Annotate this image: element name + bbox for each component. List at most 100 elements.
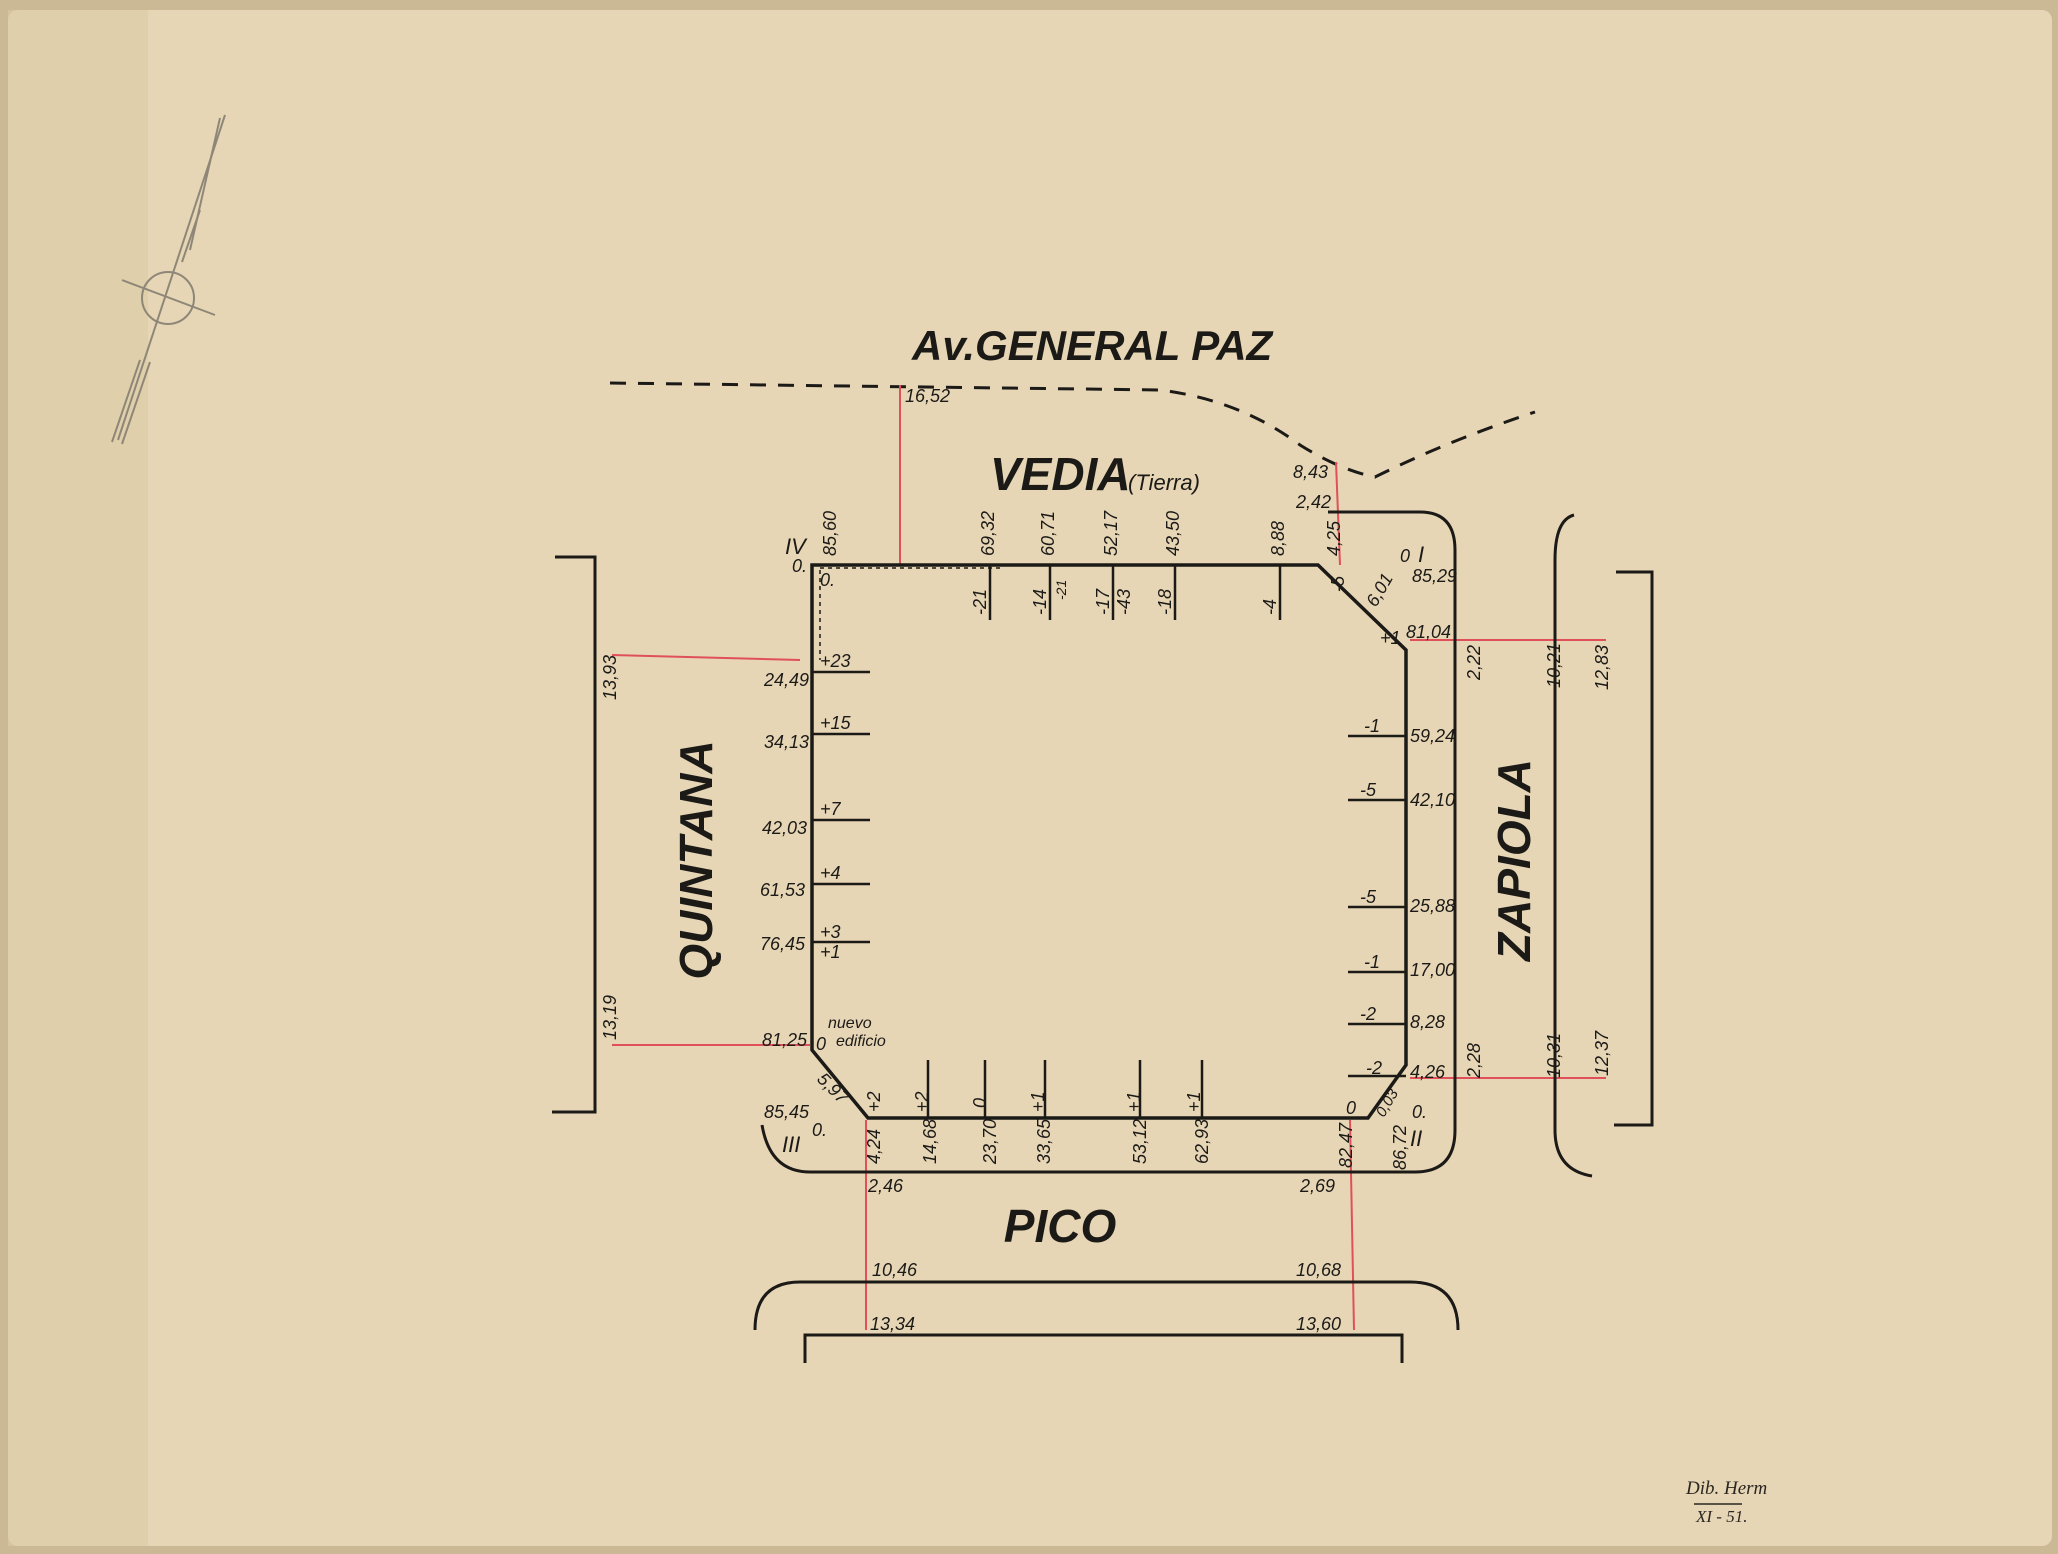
- label: 33,65: [1034, 1118, 1054, 1164]
- label: 2,46: [867, 1176, 904, 1196]
- paper: [8, 10, 2052, 1546]
- label: -5: [1360, 887, 1377, 907]
- dimension-lines: [611, 385, 1606, 1331]
- label: 43,50: [1163, 511, 1183, 556]
- north-ticks: [988, 565, 1282, 620]
- label: 4,25: [1324, 520, 1344, 556]
- label: 14,68: [920, 1119, 940, 1164]
- label: 2,28: [1464, 1043, 1484, 1079]
- label: +7: [820, 799, 842, 819]
- label: +2: [912, 1091, 932, 1112]
- north-arrow-icon: [111, 114, 226, 445]
- label: -1: [1364, 952, 1380, 972]
- corner-label-I: I: [1418, 542, 1424, 567]
- label: 2,69: [1299, 1176, 1335, 1196]
- street-vedia-note: (Tierra): [1128, 470, 1200, 495]
- label: 10,68: [1296, 1260, 1341, 1280]
- south-ticks: [926, 1060, 1204, 1118]
- label: -2: [1360, 1004, 1376, 1024]
- signature-name: Dib. Herm: [1685, 1478, 1767, 1499]
- label: 13,93: [600, 655, 620, 700]
- label: +1: [1124, 1091, 1144, 1112]
- label: 62,93: [1192, 1119, 1212, 1164]
- label: 59,24: [1410, 726, 1455, 746]
- label: +4: [820, 863, 841, 883]
- street-av-general-paz: Av.GENERAL PAZ: [911, 322, 1274, 369]
- label: 4,26: [1410, 1062, 1446, 1082]
- label: 24,49: [763, 670, 809, 690]
- street-curbs: [552, 510, 1654, 1363]
- label: +2: [864, 1091, 884, 1112]
- label: 69,32: [978, 511, 998, 556]
- label: -5: [1328, 575, 1348, 592]
- label: 34,13: [764, 732, 809, 752]
- label: +15: [820, 713, 852, 733]
- street-quintana: QUINTANA: [670, 740, 722, 979]
- paper-shade: [8, 10, 148, 1546]
- label: 53,12: [1130, 1119, 1150, 1164]
- street-names: Av.GENERAL PAZ VEDIA (Tierra) PICO QUINT…: [670, 322, 1540, 1252]
- label: 8,88: [1268, 521, 1288, 556]
- label: 85,45: [764, 1102, 810, 1122]
- av-general-paz-line: [609, 381, 1536, 479]
- label: 0.: [812, 1120, 827, 1140]
- label: +23: [820, 651, 851, 671]
- label: 85,29: [1412, 566, 1457, 586]
- note-edificio: edificio: [836, 1033, 886, 1050]
- label: -17: [1093, 588, 1113, 615]
- signature: Dib. Herm XI - 51.: [1685, 1478, 1767, 1526]
- label: 42,03: [762, 818, 807, 838]
- label: 17,00: [1410, 960, 1455, 980]
- signature-date: XI - 51.: [1695, 1507, 1747, 1526]
- street-zapiola: ZAPIOLA: [1488, 759, 1540, 963]
- label: 81,04: [1406, 622, 1451, 642]
- corner-label-II: II: [1410, 1126, 1422, 1151]
- label: 82,47: [1336, 1122, 1356, 1168]
- label: 8,28: [1410, 1012, 1445, 1032]
- label: -21: [970, 589, 990, 615]
- label: -1: [1364, 716, 1380, 736]
- label: 13,60: [1296, 1314, 1341, 1334]
- corner-label-IV: IV: [785, 534, 808, 559]
- label: 16,52: [905, 386, 950, 406]
- street-vedia: VEDIA: [990, 448, 1131, 500]
- label: 76,45: [760, 934, 806, 954]
- label: -14: [1030, 589, 1050, 615]
- label: -21: [1053, 580, 1069, 600]
- label: -2: [1366, 1058, 1382, 1078]
- label: 52,17: [1101, 510, 1121, 556]
- east-ticks: [1348, 734, 1406, 1078]
- label: 10,31: [1544, 1033, 1564, 1078]
- label: +1: [1028, 1091, 1048, 1112]
- label: 12,83: [1592, 645, 1612, 690]
- label: 8,43: [1293, 462, 1328, 482]
- label: 0.: [1412, 1102, 1427, 1122]
- label: 0: [816, 1034, 826, 1054]
- label: 13,19: [600, 995, 620, 1040]
- west-ticks: [812, 670, 870, 944]
- label: 10,21: [1544, 643, 1564, 688]
- label: +1: [1380, 628, 1401, 648]
- label: -4: [1260, 599, 1280, 615]
- label: 13,34: [870, 1314, 915, 1334]
- label: +1: [820, 942, 841, 962]
- label: -18: [1155, 589, 1175, 615]
- label: 85,60: [820, 511, 840, 556]
- label: 60,71: [1038, 511, 1058, 556]
- note-nuevo: nuevo: [828, 1015, 872, 1032]
- label: 61,53: [760, 880, 805, 900]
- label: 2,22: [1464, 645, 1484, 681]
- corner-label-III: III: [782, 1132, 800, 1157]
- label: 0: [970, 1098, 990, 1108]
- label: +1: [1184, 1091, 1204, 1112]
- label: 86,72: [1390, 1125, 1410, 1170]
- label: 0: [1346, 1098, 1356, 1118]
- label: 23,70: [980, 1119, 1000, 1165]
- label: 25,88: [1409, 896, 1455, 916]
- street-pico: PICO: [1004, 1200, 1117, 1252]
- label: 12,37: [1592, 1030, 1612, 1076]
- label: 0: [1400, 546, 1410, 566]
- label: 42,10: [1410, 790, 1455, 810]
